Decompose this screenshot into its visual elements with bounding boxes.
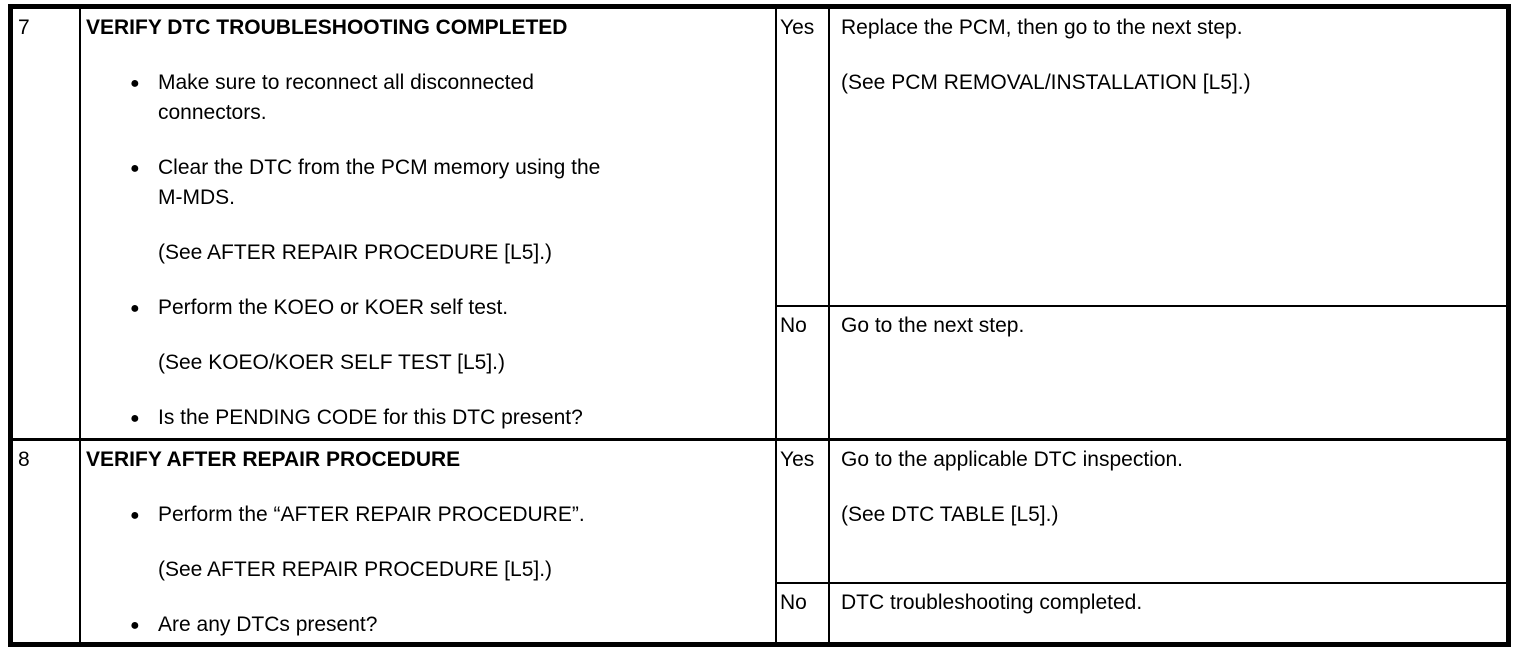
branch-label-cell: Yes	[777, 9, 830, 305]
action-text-line: (See KOEO/KOER SELF TEST [L5].)	[158, 351, 506, 374]
no-branch: No DTC troubleshooting completed.	[777, 584, 1506, 642]
action-text-line: Perform the “AFTER REPAIR PROCEDURE”.	[158, 503, 585, 526]
action-bullet-item: ● Perform the KOEO or KOER self test.	[86, 293, 765, 323]
action-bullet-item: ● Are any DTCs present?	[86, 610, 765, 640]
branch-action-cell: Go to the applicable DTC inspection. (Se…	[830, 441, 1506, 582]
branch-action-cell: Go to the next step.	[830, 307, 1506, 438]
results-cell-group: Yes Replace the PCM, then go to the next…	[777, 9, 1506, 438]
action-text-line: M-MDS.	[158, 186, 235, 209]
branch-label-cell: Yes	[777, 441, 830, 582]
branch-text-line: Replace the PCM, then go to the next ste…	[841, 16, 1243, 39]
branch-label: No	[780, 314, 807, 337]
action-text-line: Perform the KOEO or KOER self test.	[158, 296, 509, 319]
branch-see-reference: (See PCM REMOVAL/INSTALLATION [L5].)	[841, 71, 1251, 94]
bullet-icon: ●	[130, 75, 140, 92]
branch-text-line: Go to the next step.	[841, 314, 1025, 337]
action-see-reference: (See KOEO/KOER SELF TEST [L5].)	[86, 348, 765, 378]
action-bullet-item: ● Make sure to reconnect all disconnecte…	[86, 68, 765, 128]
bullet-icon: ●	[130, 300, 140, 317]
action-text-line: Make sure to reconnect all disconnected	[158, 71, 534, 94]
step-cell: 7	[13, 9, 81, 438]
bullet-icon: ●	[130, 617, 140, 634]
branch-text-line: Go to the applicable DTC inspection.	[841, 448, 1184, 471]
action-text-line: connectors.	[158, 101, 267, 124]
bullet-icon: ●	[130, 160, 140, 177]
action-bullet-item: ● Is the PENDING CODE for this DTC prese…	[86, 403, 765, 433]
bullet-icon: ●	[130, 410, 140, 427]
action-text-line: Clear the DTC from the PCM memory using …	[158, 156, 601, 179]
action-bullet-item: ● Perform the “AFTER REPAIR PROCEDURE”.	[86, 500, 765, 530]
branch-label-cell: No	[777, 584, 830, 642]
action-bullet-item: ● Clear the DTC from the PCM memory usin…	[86, 153, 765, 213]
action-title: VERIFY AFTER REPAIR PROCEDURE	[86, 448, 461, 471]
yes-branch: Yes Go to the applicable DTC inspection.…	[777, 441, 1506, 584]
action-see-reference: (See AFTER REPAIR PROCEDURE [L5].)	[86, 238, 765, 268]
table-row: 8 VERIFY AFTER REPAIR PROCEDURE ● Perfor…	[13, 441, 1506, 642]
bullet-icon: ●	[130, 507, 140, 524]
action-cell: VERIFY DTC TROUBLESHOOTING COMPLETED ● M…	[81, 9, 777, 438]
action-title: VERIFY DTC TROUBLESHOOTING COMPLETED	[86, 16, 568, 39]
action-cell: VERIFY AFTER REPAIR PROCEDURE ● Perform …	[81, 441, 777, 642]
branch-label: Yes	[780, 16, 815, 39]
action-text-line: Are any DTCs present?	[158, 613, 378, 636]
branch-action-cell: Replace the PCM, then go to the next ste…	[830, 9, 1506, 305]
step-number: 7	[18, 16, 30, 39]
troubleshooting-table: 7 VERIFY DTC TROUBLESHOOTING COMPLETED ●…	[8, 4, 1511, 647]
action-text-line: Is the PENDING CODE for this DTC present…	[158, 406, 583, 429]
action-text-line: (See AFTER REPAIR PROCEDURE [L5].)	[158, 241, 553, 264]
no-branch: No Go to the next step.	[777, 307, 1506, 438]
table-row: 7 VERIFY DTC TROUBLESHOOTING COMPLETED ●…	[13, 9, 1506, 441]
branch-label: Yes	[780, 448, 815, 471]
branch-text-line: DTC troubleshooting completed.	[841, 591, 1143, 614]
action-text-line: (See AFTER REPAIR PROCEDURE [L5].)	[158, 558, 553, 581]
step-cell: 8	[13, 441, 81, 642]
yes-branch: Yes Replace the PCM, then go to the next…	[777, 9, 1506, 307]
results-cell-group: Yes Go to the applicable DTC inspection.…	[777, 441, 1506, 642]
branch-label: No	[780, 591, 807, 614]
step-number: 8	[18, 448, 30, 471]
branch-label-cell: No	[777, 307, 830, 438]
branch-action-cell: DTC troubleshooting completed.	[830, 584, 1506, 642]
branch-see-reference: (See DTC TABLE [L5].)	[841, 503, 1059, 526]
action-see-reference: (See AFTER REPAIR PROCEDURE [L5].)	[86, 555, 765, 585]
